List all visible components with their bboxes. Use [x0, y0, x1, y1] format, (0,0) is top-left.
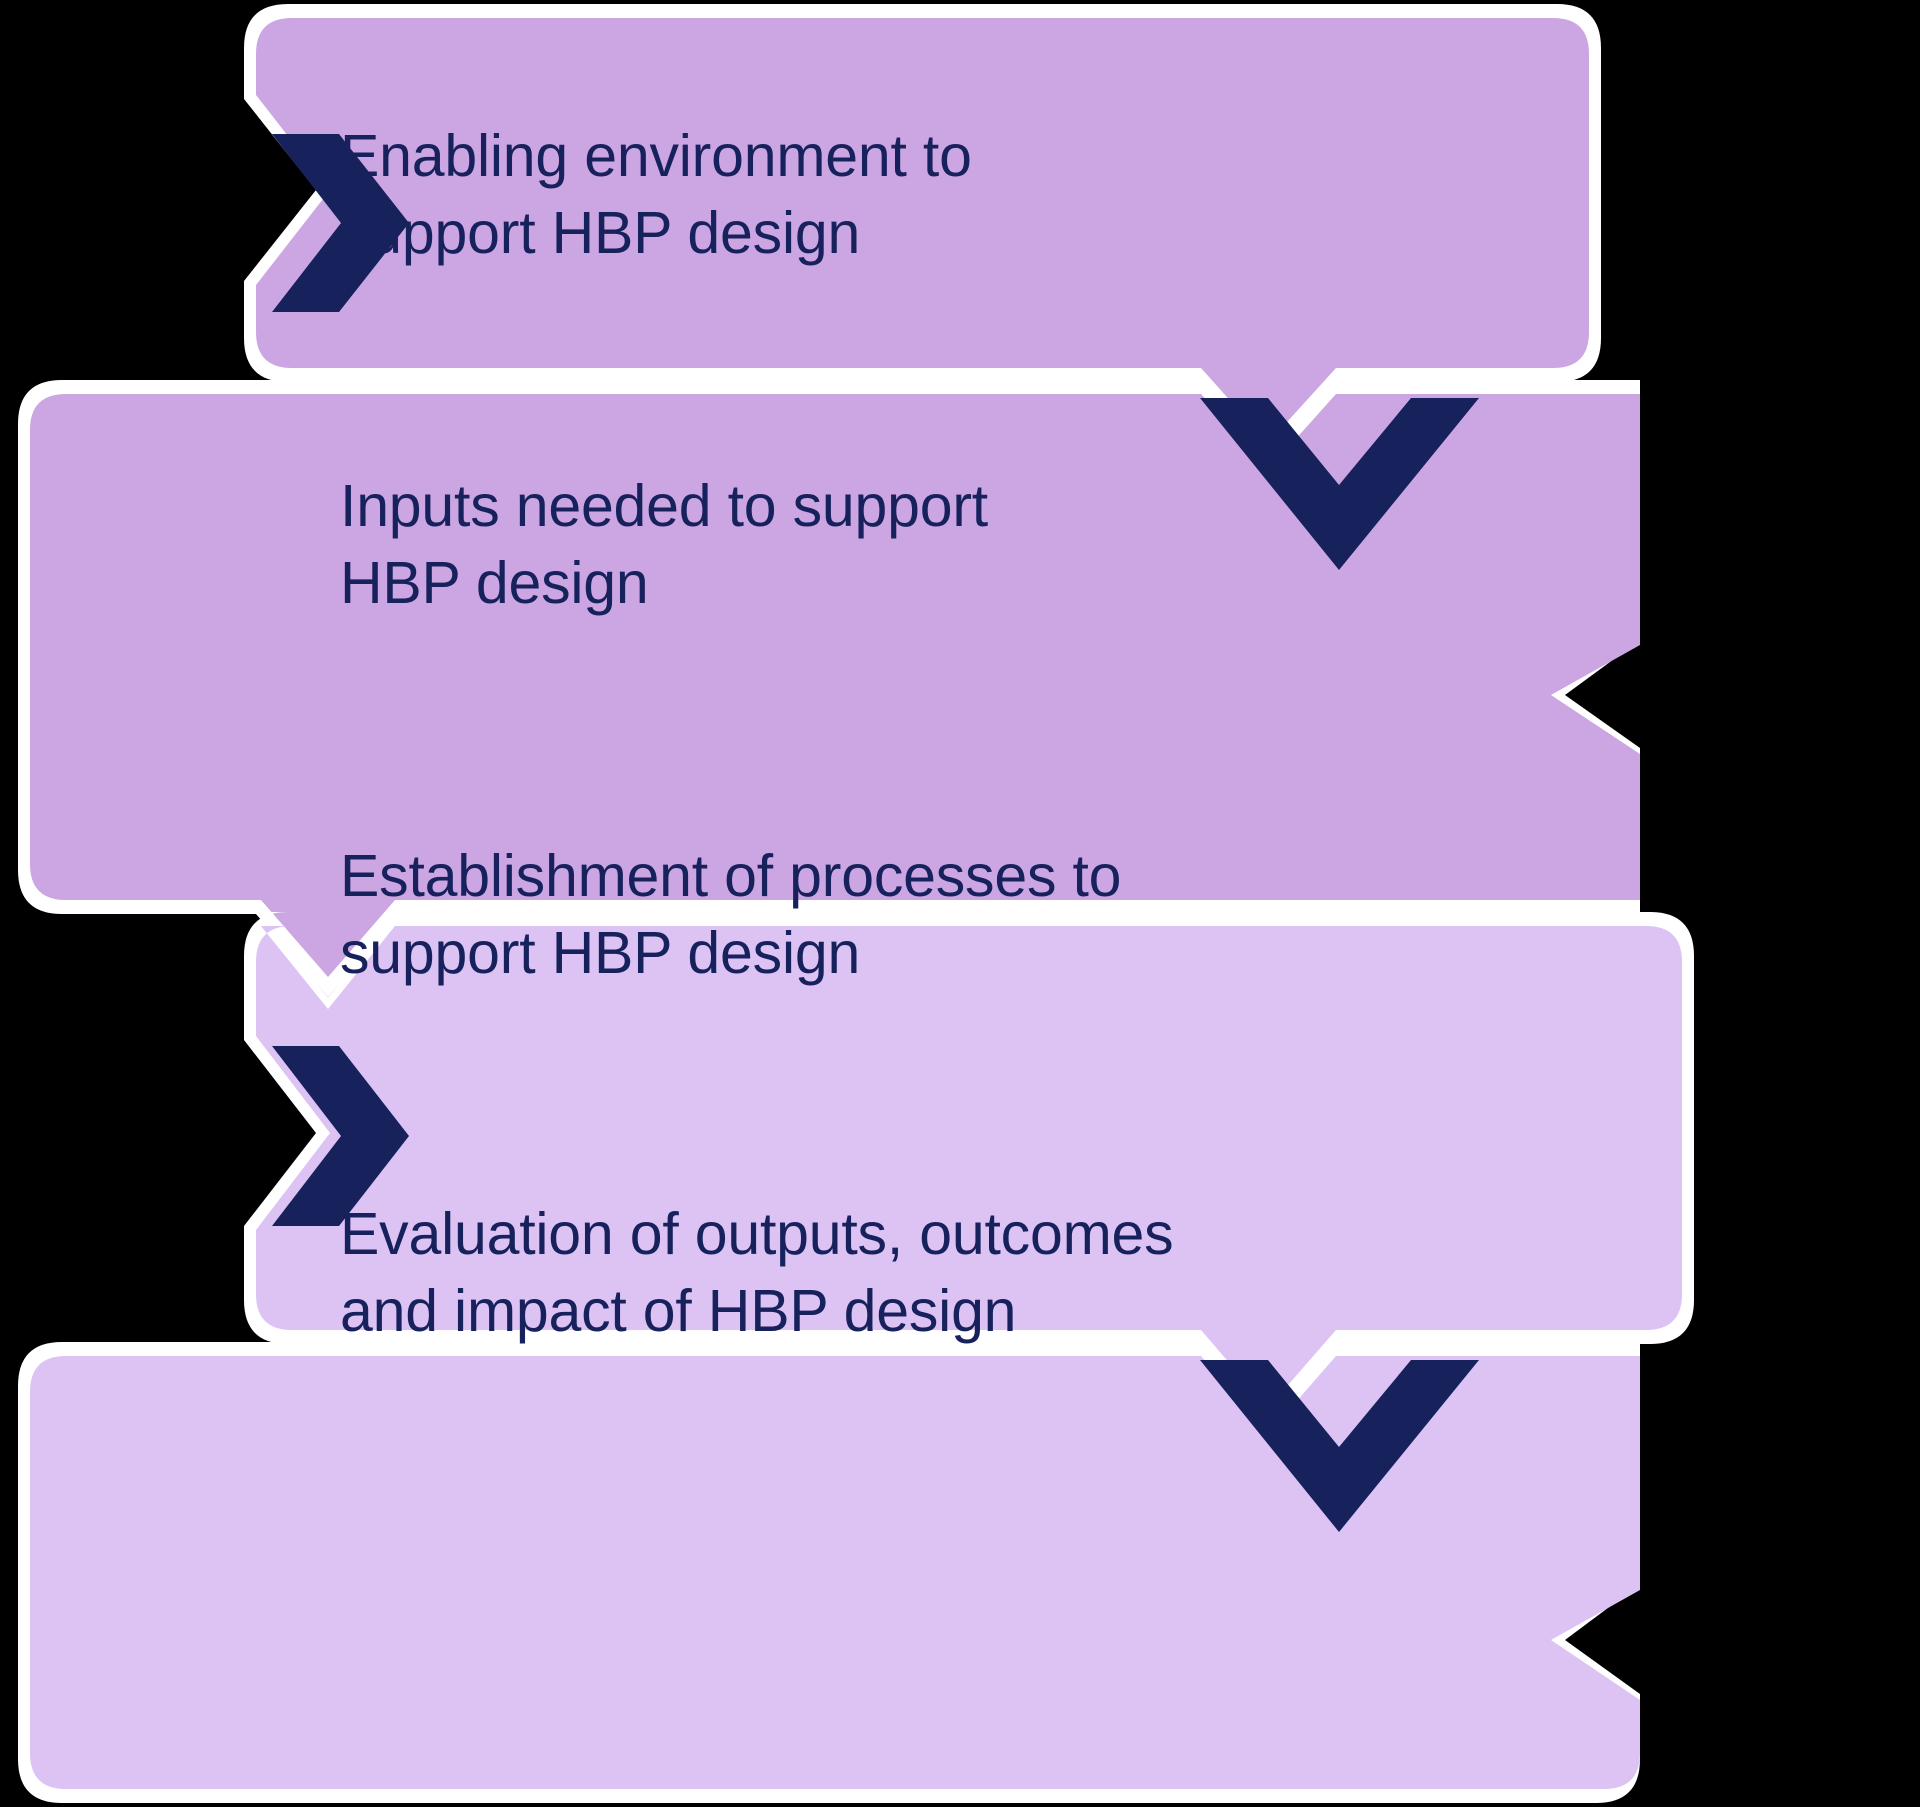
- step-label-4: Evaluation of outputs, outcomes and impa…: [340, 1201, 1174, 1344]
- step-band-1[interactable]: [244, 4, 1601, 463]
- chevron-right-icon-step-1: [272, 134, 409, 312]
- step-band-3[interactable]: [244, 912, 1694, 1428]
- step-band-1-fill: [256, 18, 1589, 443]
- step-band-4-fill: [30, 1356, 1640, 1789]
- step-band-4[interactable]: [18, 1342, 1640, 1803]
- step-label-2: Inputs needed to support HBP design: [340, 473, 988, 616]
- step-label-3: Establishment of processes to support HB…: [340, 843, 1122, 986]
- step-label-1: Enabling environment to support HBP desi…: [340, 123, 972, 266]
- step-band-3-fill: [256, 926, 1682, 1408]
- step-band-2[interactable]: [18, 380, 1640, 997]
- chevron-down-icon-step-2: [1200, 398, 1479, 570]
- chevron-down-icon-step-4: [1200, 1360, 1479, 1532]
- step-band-2-fill: [30, 394, 1640, 977]
- chevron-right-icon-step-3: [272, 1046, 409, 1226]
